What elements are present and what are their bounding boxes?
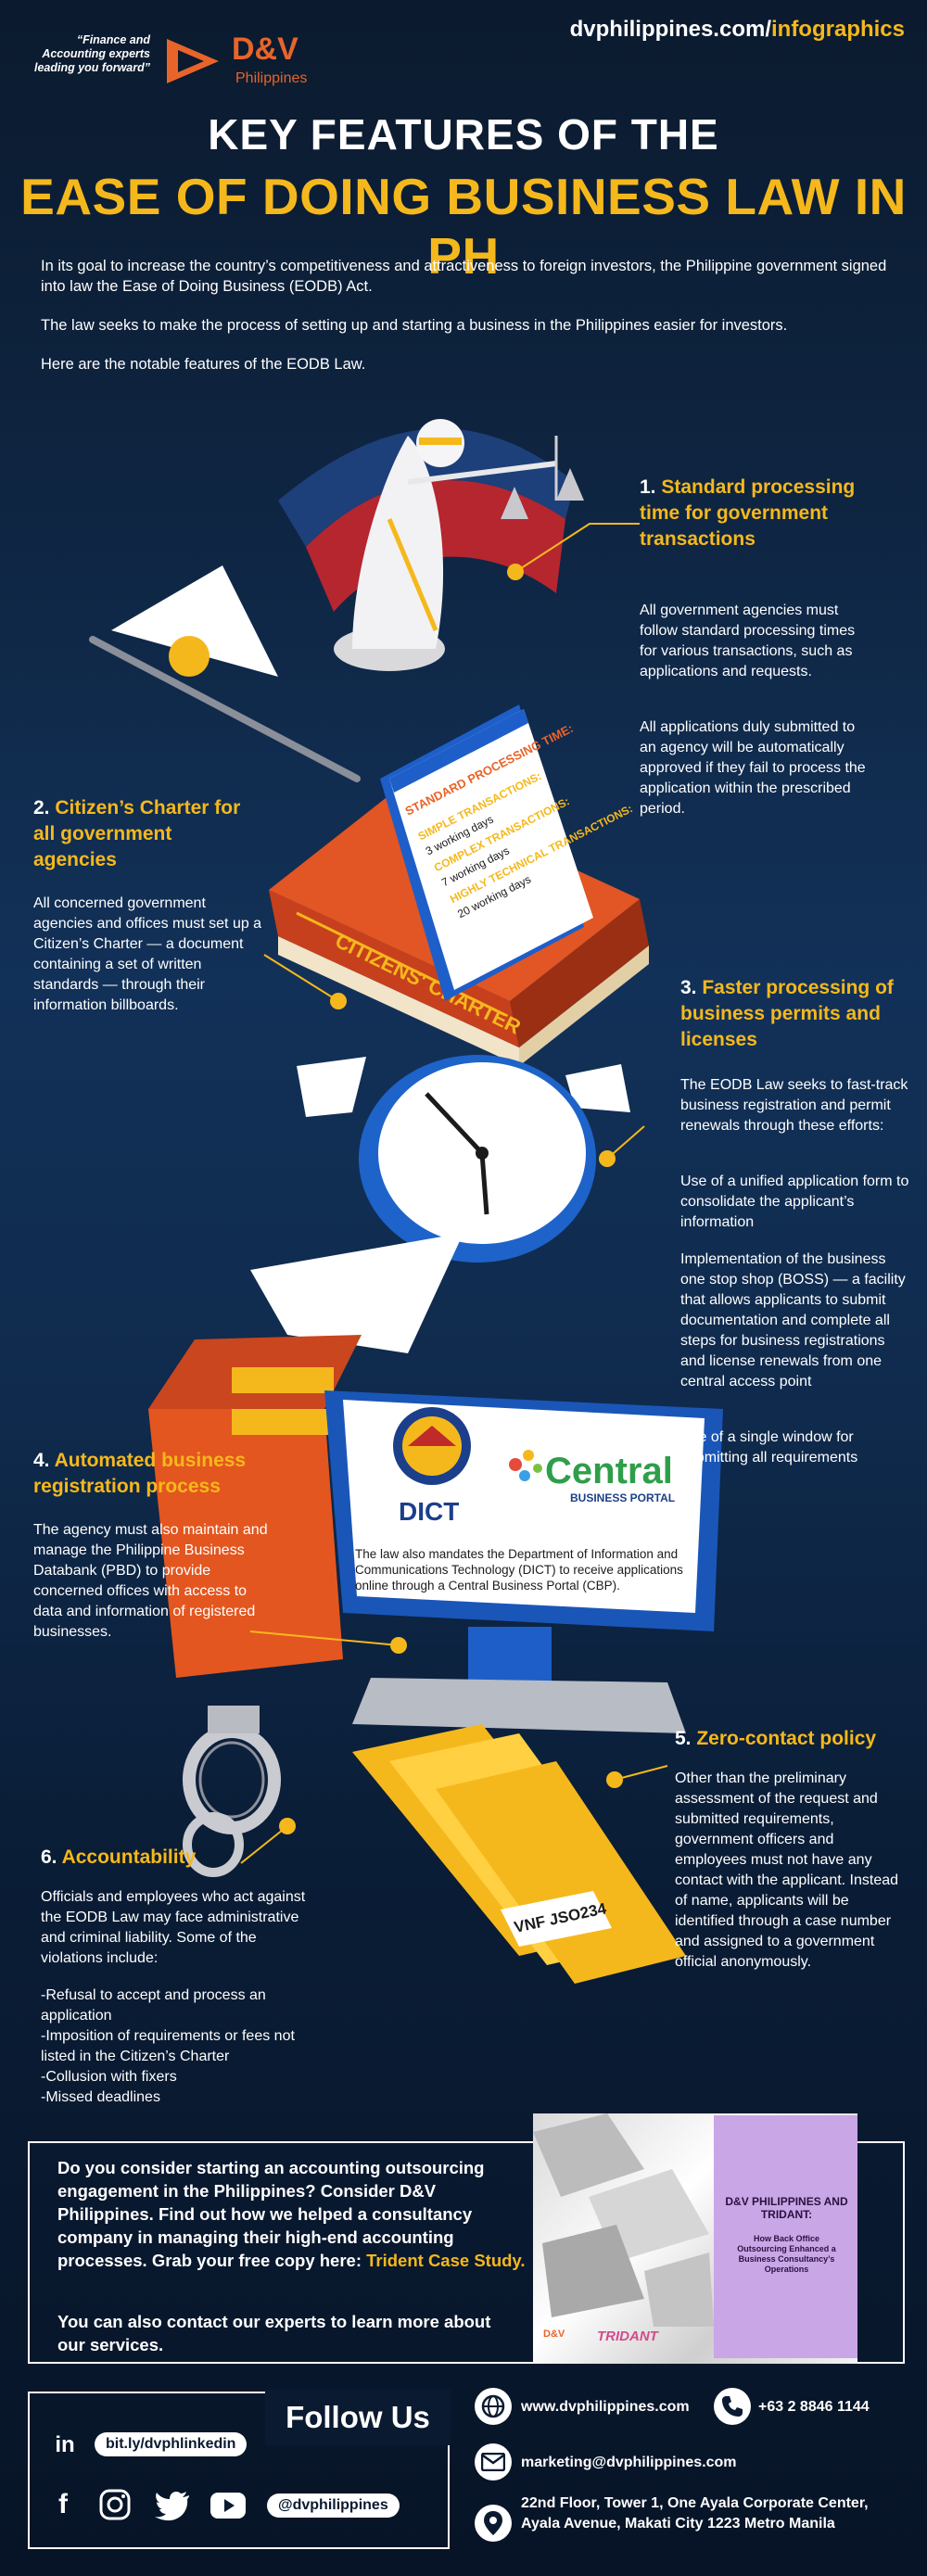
feature-3-title: 3. Faster processing of business permits… <box>680 977 894 1050</box>
twitter-icon[interactable] <box>154 2490 191 2521</box>
list-item: -Refusal to accept and process an applic… <box>41 1987 266 2024</box>
cover-dv-logo: D&V <box>543 2329 565 2340</box>
cover-panel <box>714 2115 857 2358</box>
feature-4-title: 4. Automated business registration proce… <box>33 1450 247 1497</box>
intro-paragraph-2: The law seeks to make the process of set… <box>41 317 788 334</box>
follow-box <box>28 2392 450 2549</box>
follow-title: Follow Us <box>265 2390 451 2445</box>
list-item: -Collusion with fixers <box>41 2069 177 2085</box>
portal-name: Central <box>545 1451 673 1491</box>
phone-number[interactable]: +63 2 8846 1144 <box>758 2399 870 2415</box>
cta-box <box>28 2141 905 2364</box>
trident-case-study-link[interactable]: Trident Case Study. <box>366 2251 526 2270</box>
feature-1-title: 1. Standard processing time for governme… <box>640 476 856 550</box>
linkedin-icon[interactable]: in <box>55 2432 75 2457</box>
tagline: “Finance and Accounting experts leading … <box>33 33 150 74</box>
monitor-note: The law also mandates the Department of … <box>355 1547 683 1593</box>
email-address[interactable]: marketing@dvphilippines.com <box>521 2455 737 2470</box>
feature-1-body-2: All applications duly submitted to an ag… <box>640 719 866 817</box>
list-item: -Imposition of requirements or fees not … <box>41 2028 295 2064</box>
clock-icon <box>250 1055 630 1353</box>
feature-6-title: 6. Accountability <box>41 1846 197 1868</box>
feature-1-body-1: All government agencies must follow stan… <box>640 603 856 679</box>
linkedin-link[interactable]: bit.ly/dvphlinkedin <box>95 2432 248 2456</box>
feature-2-body: All concerned government agencies and of… <box>33 895 262 1013</box>
email-icon <box>475 2443 512 2481</box>
site-url[interactable]: dvphilippines.com/infographics <box>569 17 905 42</box>
central-portal-logo-icon <box>509 1450 542 1481</box>
instagram-icon[interactable] <box>98 2488 132 2521</box>
computer-icon <box>148 1335 723 1733</box>
cover-title: D&V PHILIPPINES AND TRIDANT: <box>725 2195 848 2221</box>
feature-5-body: Other than the preliminary assessment of… <box>675 1770 899 1970</box>
cover-subtitle: How Back Office Outsourcing Enhanced a B… <box>737 2234 836 2274</box>
feature-2-title: 2. Citizen’s Charter for all government … <box>33 797 241 870</box>
desk-calendar-icon <box>380 704 593 1001</box>
brand-name: D&V <box>232 32 298 67</box>
youtube-icon[interactable] <box>210 2492 247 2519</box>
feature-6-list: -Refusal to accept and process an applic… <box>41 1986 319 2108</box>
website-link[interactable]: www.dvphilippines.com <box>521 2399 690 2415</box>
feature-3-body-2: Use of a unified application form to con… <box>680 1174 909 1230</box>
feature-3-body-4: Use of a single window for submitting al… <box>680 1429 858 1466</box>
dv-logo-icon <box>167 39 219 83</box>
intro-paragraph-1: In its goal to increase the country’s co… <box>41 258 887 295</box>
feature-4-body: The agency must also maintain and manage… <box>33 1522 268 1640</box>
lady-justice-icon <box>334 419 584 671</box>
cta-text-2: You can also contact our experts to lear… <box>57 2312 491 2354</box>
portal-sub: BUSINESS PORTAL <box>570 1491 675 1504</box>
page-title-line1: KEY FEATURES OF THE <box>208 110 719 159</box>
social-handle[interactable]: @dvphilippines <box>267 2494 400 2518</box>
globe-icon <box>475 2388 512 2425</box>
folder-icon <box>352 1724 686 1984</box>
list-item: -Missed deadlines <box>41 2089 160 2105</box>
cover-pattern <box>533 2113 714 2327</box>
brand-sub: Philippines <box>235 70 308 86</box>
dict-seal-icon <box>393 1407 471 1485</box>
cover-trident-logo: TRIDANT <box>597 2329 658 2344</box>
cta-text: Do you consider starting an accounting o… <box>57 2158 526 2270</box>
facebook-icon[interactable]: f <box>58 2489 68 2519</box>
handcuffs-icon <box>183 1706 281 1877</box>
office-address: 22nd Floor, Tower 1, One Ayala Corporate… <box>521 2495 869 2532</box>
feature-5-title: 5. Zero-contact policy <box>675 1728 877 1749</box>
feature-3-body-1: The EODB Law seeks to fast-track busines… <box>680 1077 908 1134</box>
intro-paragraph-3: Here are the notable features of the EOD… <box>41 356 366 373</box>
dict-label: DICT <box>399 1497 459 1526</box>
phone-icon <box>714 2388 751 2425</box>
location-pin-icon <box>475 2505 512 2542</box>
page-title-line2: EASE OF DOING BUSINESS LAW IN PH <box>20 168 907 285</box>
feature-3-body-3: Implementation of the business one stop … <box>680 1251 906 1390</box>
feature-6-body: Officials and employees who act against … <box>41 1889 306 1966</box>
